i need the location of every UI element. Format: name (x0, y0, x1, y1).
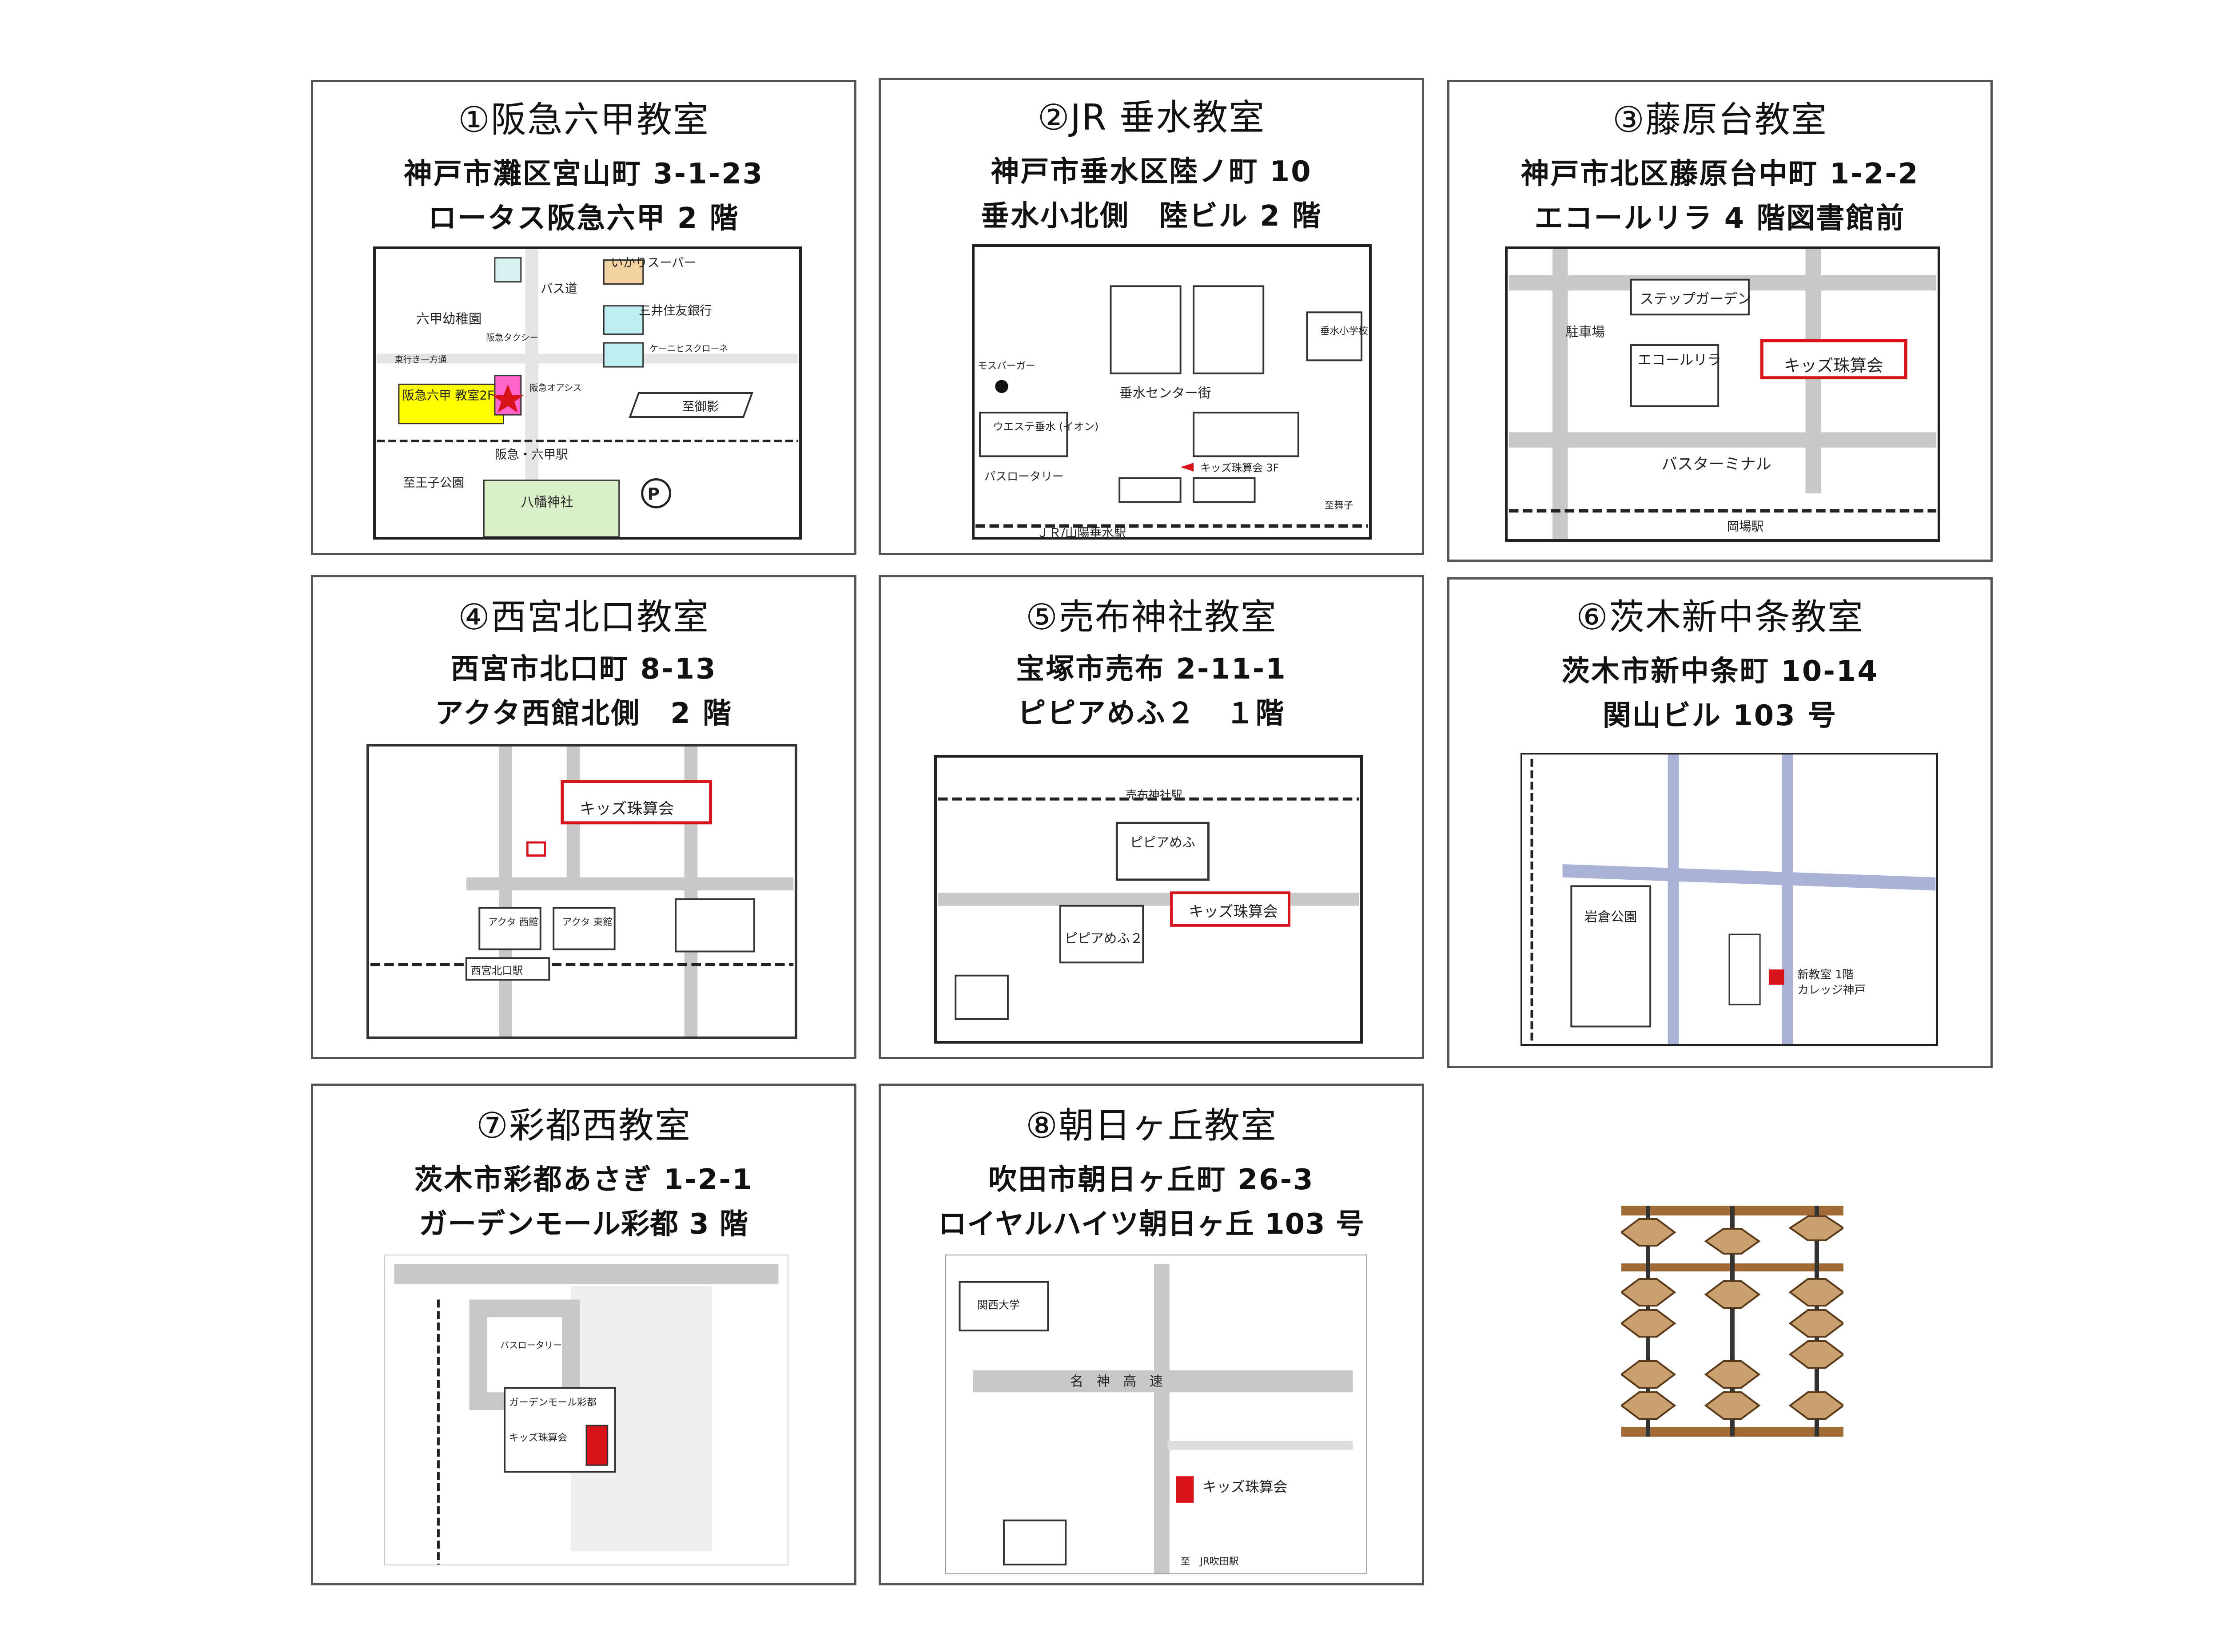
map-label: 阪急タクシー (486, 333, 538, 343)
classroom-building: 関山ビル 103 号 (1602, 699, 1838, 732)
map-label: 売布神社駅 (1126, 789, 1182, 802)
map-label: 阪急・六甲駅 (495, 447, 568, 461)
map-label: 岡場駅 (1727, 519, 1763, 533)
map-label: バス道 (541, 282, 577, 296)
map-label: バスターミナル (1662, 455, 1771, 473)
map-label: 三井住友銀行 (639, 303, 712, 318)
classroom-address: 神戸市灘区宮山町 3-1-23 (403, 158, 764, 191)
map-label: 至御影 (682, 399, 719, 413)
map-label: 阪急六甲 教室2F (402, 389, 494, 403)
map-label: パスロータリー (984, 470, 1064, 483)
map-drawing: P いかりスーパー 三井住友銀行 六甲幼稚園 阪急六甲 教室2F 阪急・六甲駅 … (377, 249, 798, 537)
map-label: エコールリラ (1638, 352, 1721, 368)
classroom-building: 垂水小北側 陸ビル 2 階 (980, 200, 1322, 233)
map-drawing: 岩倉公園 新教室 1階 カレッジ神戸 (1530, 755, 1936, 1044)
map-label: 東行き一方通 (394, 354, 447, 365)
map-label: 関西大学 (977, 1299, 1019, 1311)
map-label: 垂水センター街 (1119, 385, 1211, 401)
map-label: ウエステ垂水 (イオン) (993, 420, 1099, 433)
classroom-card-shinchujo: ⑥茨木新中条教室 茨木市新中条町 10-14 関山ビル 103 号 岩倉公園 新… (1447, 577, 1993, 1068)
classroom-title: ⑦彩都西教室 (476, 1105, 691, 1146)
map-label: ガーデンモール彩都 (509, 1397, 597, 1408)
classroom-building: エコールリラ 4 階図書館前 (1534, 202, 1906, 235)
classroom-address: 茨木市新中条町 10-14 (1561, 655, 1879, 688)
classroom-title: ⑤売布神社教室 (1026, 596, 1277, 638)
map-label: カレッジ神戸 (1797, 983, 1866, 997)
classroom-address: 西宮市北口町 8-13 (450, 653, 717, 686)
map-label: いかりスーパー (611, 255, 696, 270)
map-label: キッズ珠算会 (1202, 1478, 1287, 1495)
access-map: P いかりスーパー 三井住友銀行 六甲幼稚園 阪急六甲 教室2F 阪急・六甲駅 … (373, 246, 802, 540)
map-drawing: 名 神 高 速 キッズ珠算会 関西大学 至 JR吹田駅 (959, 1264, 1353, 1573)
access-map: 垂水センター街 ウエステ垂水 (イオン) キッズ珠算会 3F パスロータリー Ｊ… (972, 244, 1372, 540)
map-drawing: 売布神社駅 ピピアめふ キッズ珠算会 ピピアめふ２ (938, 789, 1359, 1020)
map-label: 岩倉公園 (1584, 909, 1637, 924)
classroom-building: ピピアめふ２ １階 (1017, 697, 1286, 730)
classroom-title: ③藤原台教室 (1612, 99, 1827, 140)
classroom-address: 神戸市北区藤原台中町 1-2-2 (1520, 158, 1919, 191)
svg-text:P: P (648, 484, 660, 504)
map-drawing: キッズ珠算会 アクタ 西館 アクタ 東館 西宮北口駅 (370, 747, 794, 1036)
classroom-address: 茨木市彩都あさぎ 1-2-1 (414, 1164, 753, 1196)
map-label: キッズ珠算会 3F (1200, 462, 1279, 474)
classroom-title: ④西宮北口教室 (458, 596, 709, 638)
map-label: 六甲幼稚園 (416, 311, 482, 326)
map-label: 至王子公園 (403, 476, 464, 490)
map-label: 至舞子 (1325, 500, 1353, 511)
map-label: 駐車場 (1565, 324, 1604, 339)
access-map: ステップガーデン 駐車場 エコールリラ キッズ珠算会 バスターミナル 岡場駅 (1505, 246, 1940, 542)
map-label: 八幡神社 (521, 494, 573, 509)
map-label: アクタ 西館 (488, 917, 538, 928)
classroom-building: ロイヤルハイツ朝日ヶ丘 103 号 (938, 1208, 1365, 1241)
map-label: モスバーガー (978, 361, 1035, 372)
map-label: 至 JR吹田駅 (1181, 1556, 1239, 1567)
classroom-address: 吹田市朝日ヶ丘町 26-3 (988, 1164, 1314, 1196)
classroom-card-mefu: ⑤売布神社教室 宝塚市売布 2-11-1 ピピアめふ２ １階 売布神社駅 ピピア… (879, 575, 1424, 1059)
classroom-card-fujiwaradai: ③藤原台教室 神戸市北区藤原台中町 1-2-2 エコールリラ 4 階図書館前 ス… (1447, 80, 1993, 562)
map-label: ＪＲ/山陽垂水駅 (1037, 526, 1126, 537)
access-map: 売布神社駅 ピピアめふ キッズ珠算会 ピピアめふ２ (934, 755, 1363, 1044)
classroom-card-rokko: ①阪急六甲教室 神戸市灘区宮山町 3-1-23 ロータス阪急六甲 2 階 P い… (311, 80, 856, 555)
classroom-title: ②JR 垂水教室 (1037, 97, 1266, 138)
map-label: キッズ珠算会 (509, 1433, 567, 1444)
abacus-icon (1620, 1206, 1845, 1437)
classroom-address: 神戸市垂水区陸ノ町 10 (991, 155, 1312, 188)
map-label: 名 神 高 速 (1070, 1374, 1163, 1389)
access-map: 名 神 高 速 キッズ珠算会 関西大学 至 JR吹田駅 (945, 1255, 1367, 1574)
map-label: ケーニヒスクローネ (649, 344, 728, 354)
access-map: 岩倉公園 新教室 1階 カレッジ神戸 (1520, 753, 1938, 1046)
classroom-address: 宝塚市売布 2-11-1 (1016, 653, 1287, 686)
map-label: ステップガーデン (1640, 291, 1751, 307)
classroom-building: ロータス阪急六甲 2 階 (428, 202, 740, 235)
access-map: キッズ珠算会 アクタ 西館 アクタ 東館 西宮北口駅 (366, 744, 797, 1039)
map-label: 西宮北口駅 (471, 965, 523, 977)
classroom-card-nishinomiya: ④西宮北口教室 西宮市北口町 8-13 アクタ西館北側 2 階 キッズ珠算会 ア… (311, 575, 856, 1059)
access-map: ガーデンモール彩都 キッズ珠算会 バスロータリー (384, 1255, 788, 1565)
classroom-building: ガーデンモール彩都 3 階 (418, 1208, 749, 1241)
map-label: キッズ珠算会 (580, 800, 674, 818)
classroom-title: ①阪急六甲教室 (458, 99, 709, 140)
map-label: 新教室 1階 (1797, 968, 1854, 981)
map-drawing: 垂水センター街 ウエステ垂水 (イオン) キッズ珠算会 3F パスロータリー Ｊ… (975, 285, 1368, 537)
classroom-title: ⑥茨木新中条教室 (1576, 596, 1864, 638)
classroom-building: アクタ西館北側 2 階 (434, 697, 733, 730)
map-label: ピピアめふ (1130, 835, 1195, 850)
classroom-title: ⑧朝日ヶ丘教室 (1026, 1105, 1277, 1146)
map-label: バスロータリー (500, 1340, 562, 1350)
map-label: キッズ珠算会 (1189, 903, 1278, 920)
classroom-card-saito: ⑦彩都西教室 茨木市彩都あさぎ 1-2-1 ガーデンモール彩都 3 階 ガーデン… (311, 1084, 856, 1585)
map-label: ピピアめふ２ (1065, 931, 1143, 946)
classroom-card-asahigaoka: ⑧朝日ヶ丘教室 吹田市朝日ヶ丘町 26-3 ロイヤルハイツ朝日ヶ丘 103 号 … (879, 1084, 1424, 1585)
map-drawing: ステップガーデン 駐車場 エコールリラ キッズ珠算会 バスターミナル 岡場駅 (1509, 249, 1937, 539)
map-label: 垂水小学校 (1320, 326, 1368, 337)
map-label: キッズ珠算会 (1783, 356, 1883, 375)
classroom-card-tarumi: ②JR 垂水教室 神戸市垂水区陸ノ町 10 垂水小北側 陸ビル 2 階 垂水セン… (879, 78, 1424, 555)
map-label: アクタ 東館 (562, 917, 613, 928)
map-drawing: ガーデンモール彩都 キッズ珠算会 バスロータリー (394, 1264, 779, 1565)
map-label: 阪急オアシス (529, 383, 581, 393)
